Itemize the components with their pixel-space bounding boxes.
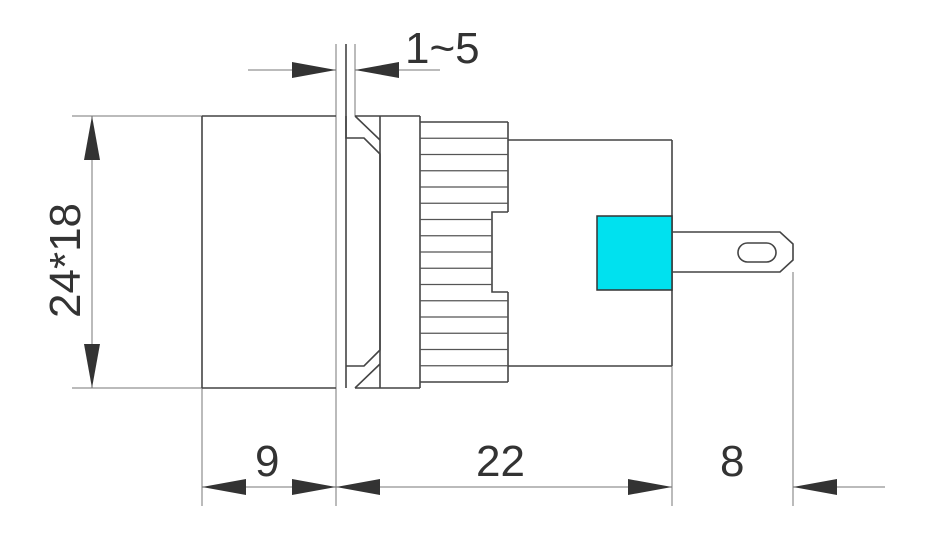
arrow-9-left (202, 479, 246, 495)
dim-body-length: 22 (476, 437, 525, 486)
arrow-gap-right (355, 62, 399, 78)
terminal-hole (737, 242, 777, 263)
mounting-clip (345, 44, 421, 389)
arrow-8-right (793, 479, 837, 495)
indicator-block (596, 215, 673, 291)
extension-lines (72, 44, 794, 506)
arrow-9-right (292, 479, 336, 495)
arrow-22-left (336, 479, 380, 495)
dimension-lines (91, 69, 885, 488)
dim-terminal-length: 8 (720, 437, 744, 486)
arrow-gap-left (292, 62, 336, 78)
dim-front-depth: 9 (255, 437, 279, 486)
terminal-lug (672, 231, 794, 273)
ribbed-housing (420, 121, 509, 383)
front-bezel (201, 115, 336, 389)
arrow-22-right (628, 479, 672, 495)
dim-body-size: 24*18 (41, 203, 90, 318)
arrow-height-bottom (84, 344, 100, 388)
arrow-height-top (84, 116, 100, 160)
dimension-arrows (84, 62, 837, 495)
dim-panel-gap: 1~5 (405, 24, 480, 73)
